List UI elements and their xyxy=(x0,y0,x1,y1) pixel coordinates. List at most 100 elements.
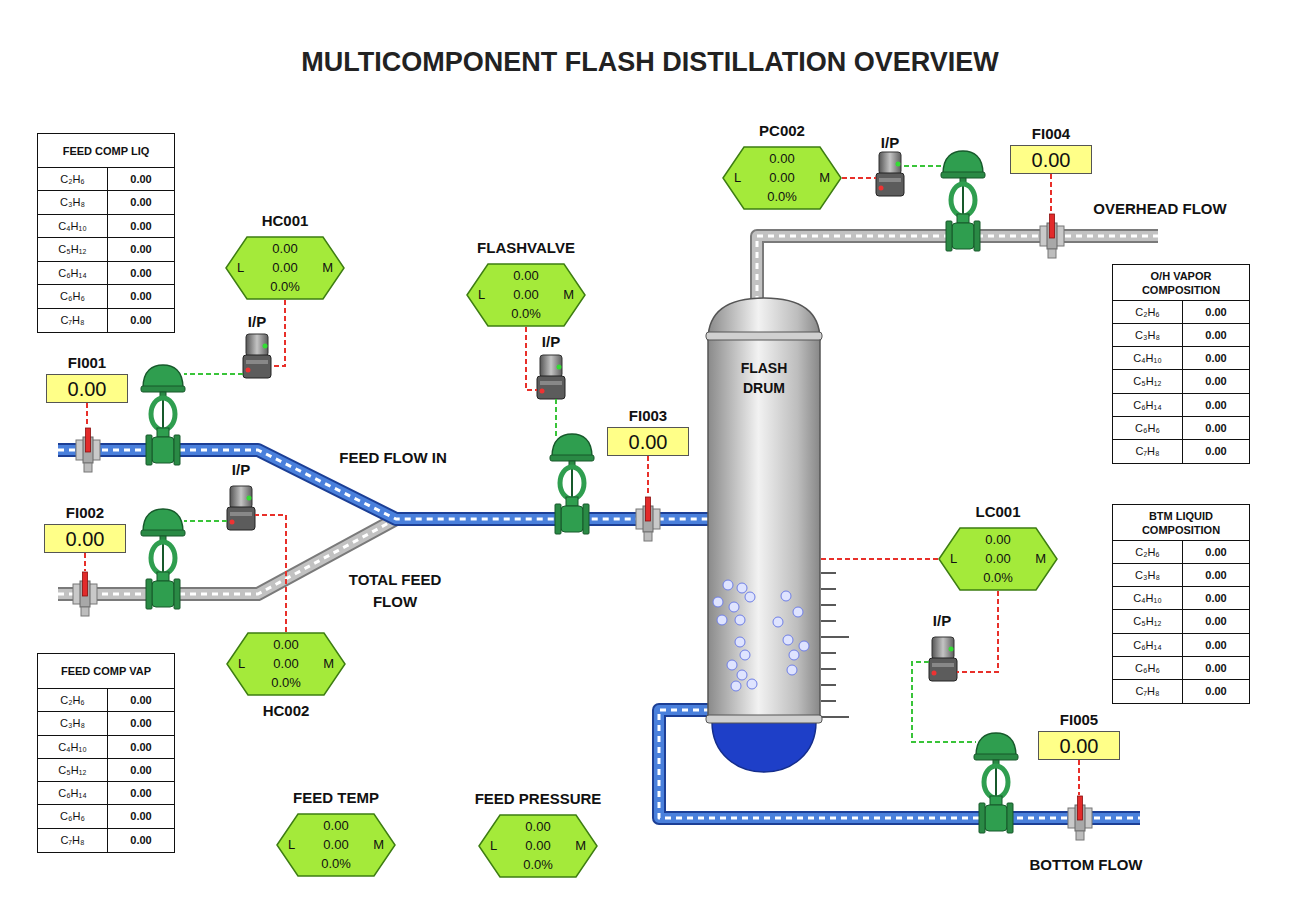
mole-fraction: 0.00 xyxy=(108,262,174,284)
faceplate-row: L0.00M xyxy=(226,654,346,673)
component-formula: C₅H₁₂ xyxy=(38,238,108,260)
controller-faceplate: FEED PRESSURE0.00L0.00M0.0% xyxy=(478,790,598,878)
indicator-box: 0.00 xyxy=(44,524,126,553)
vapor-bubble xyxy=(737,670,747,680)
table-row: C₄H₁₀0.00 xyxy=(38,736,174,759)
ip-transducer xyxy=(227,486,255,530)
mole-fraction: 0.00 xyxy=(108,309,174,332)
faceplate-value: 0.00 xyxy=(500,285,552,304)
mole-fraction: 0.00 xyxy=(1183,610,1249,632)
component-formula: C₇H₈ xyxy=(38,829,108,852)
faceplate-body: 0.00L0.00M0.0% xyxy=(938,527,1058,591)
electric-signal xyxy=(84,553,86,571)
transducer-label: I/P xyxy=(237,313,277,331)
tag-name: FI002 xyxy=(5,504,165,524)
vapor-bubble xyxy=(713,597,723,607)
faceplate-hexagon xyxy=(227,633,345,695)
flow-value: 0.00 xyxy=(1060,734,1099,758)
mode-letter: M xyxy=(311,258,345,277)
stream-label: OVERHEAD FLOW xyxy=(1085,200,1235,218)
vapor-bubble xyxy=(729,602,739,612)
liquid-head xyxy=(712,722,816,772)
level-scale xyxy=(821,652,836,654)
label-slot: I/P xyxy=(922,612,962,630)
faceplate-body: 0.00L0.00M0.0% xyxy=(478,814,598,878)
pneumatic-signal xyxy=(912,662,976,742)
mole-fraction: 0.00 xyxy=(108,805,174,827)
faceplate-row: L0.00M xyxy=(276,835,396,854)
label-slot: I/P xyxy=(870,134,910,152)
vapor-bubble xyxy=(745,592,755,602)
faceplate-value: 0.00 xyxy=(466,263,586,285)
control-valve xyxy=(550,434,594,534)
vapor-bubble xyxy=(731,681,741,691)
level-scale xyxy=(821,684,836,686)
table-row: C₇H₈0.00 xyxy=(38,829,174,852)
mole-fraction: 0.00 xyxy=(108,736,174,758)
component-formula: C₆H₁₄ xyxy=(1113,394,1183,416)
indicator-box: 0.00 xyxy=(1010,145,1092,174)
mole-fraction: 0.00 xyxy=(108,191,174,213)
label-slot: BOTTOM FLOW xyxy=(1011,856,1161,874)
drum-band xyxy=(706,715,822,723)
mode-letter: L xyxy=(276,835,310,854)
ip-transducer xyxy=(929,637,957,681)
label-slot: I/P xyxy=(221,461,261,479)
component-formula: C₂H₆ xyxy=(38,168,108,190)
faceplate-value: 0.00 xyxy=(225,236,345,258)
mole-fraction: 0.00 xyxy=(108,712,174,734)
table-row: C₂H₆0.00 xyxy=(38,168,174,191)
mole-fraction: 0.00 xyxy=(1183,370,1249,392)
pneumatic-signal xyxy=(184,166,976,742)
tag-name: FI005 xyxy=(999,711,1159,731)
vapor-bubble xyxy=(735,615,745,625)
faceplate-value: 0.00 xyxy=(226,632,346,654)
component-formula: C₄H₁₀ xyxy=(1113,587,1183,609)
vapor-bubble xyxy=(740,650,750,660)
mole-fraction: 0.00 xyxy=(1183,564,1249,586)
faceplate-row: L0.00M xyxy=(938,549,1058,568)
mole-fraction: 0.00 xyxy=(108,689,174,711)
electric-signal xyxy=(842,177,876,179)
mole-fraction: 0.00 xyxy=(108,759,174,781)
faceplate-value: 0.00 xyxy=(972,549,1024,568)
mole-fraction: 0.00 xyxy=(1183,657,1249,679)
table-row: C₄H₁₀0.00 xyxy=(1113,587,1249,610)
faceplate-hexagon xyxy=(479,815,597,877)
faceplate-body: 0.00L0.00M0.0% xyxy=(276,813,396,877)
table-row: C₆H₁₄0.00 xyxy=(1113,634,1249,657)
faceplate-value: 0.00 xyxy=(722,146,842,168)
tag-name: FEED PRESSURE xyxy=(428,790,648,814)
level-scale xyxy=(821,604,836,606)
faceplate-value: 0.00 xyxy=(938,527,1058,549)
faceplate-hexagon xyxy=(277,814,395,876)
table-row: C₇H₈0.00 xyxy=(1113,680,1249,703)
faceplate-hexagon xyxy=(226,237,344,299)
label-slot: TOTAL FEED FLOW xyxy=(335,569,455,613)
component-formula: C₃H₈ xyxy=(1113,324,1183,346)
tag-name: FLASHVALVE xyxy=(416,239,636,263)
drum-band xyxy=(706,332,822,340)
faceplate-body: 0.00L0.00M0.0% xyxy=(225,236,345,300)
faceplate-hexagon xyxy=(939,528,1057,590)
output-percent: 0.0% xyxy=(225,277,345,296)
mole-fraction: 0.00 xyxy=(1183,347,1249,369)
electric-signal xyxy=(271,300,285,366)
table-row: C₆H₆0.00 xyxy=(1113,417,1249,440)
faceplate-value: 0.00 xyxy=(756,168,808,187)
label-slot: I/P xyxy=(531,333,571,351)
flow-value: 0.00 xyxy=(68,377,107,401)
electric-signal xyxy=(526,327,537,390)
component-formula: C₆H₁₄ xyxy=(38,262,108,284)
mole-fraction: 0.00 xyxy=(1183,634,1249,656)
label-slot: I/P xyxy=(237,313,277,331)
table-row: C₅H₁₂0.00 xyxy=(38,238,174,261)
flow-element xyxy=(636,497,660,541)
component-formula: C₆H₁₄ xyxy=(1113,634,1183,656)
table-row: C₃H₈0.00 xyxy=(1113,324,1249,347)
vapor-bubble xyxy=(799,641,809,651)
table-row: C₅H₁₂0.00 xyxy=(38,759,174,782)
electric-signal xyxy=(957,591,998,672)
pneumatic-signal xyxy=(555,399,557,436)
table-row: C₆H₆0.00 xyxy=(38,805,174,828)
